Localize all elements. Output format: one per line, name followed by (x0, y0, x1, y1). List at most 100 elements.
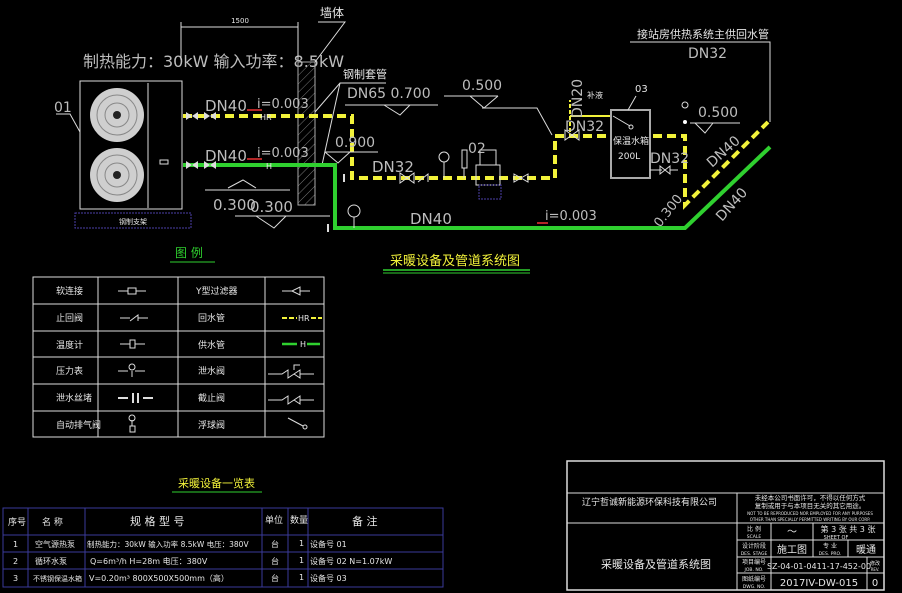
dwg-label-en: DWG. NO. (743, 584, 765, 590)
header-qty: 数量 (290, 514, 308, 526)
drawing-title: 采暖设备及管道系统图 (601, 557, 711, 571)
equipment-title: 采暖设备一览表 (178, 476, 255, 490)
stage-value: 施工图 (777, 543, 807, 556)
elevation-6: 0.300 (651, 192, 686, 231)
cell: 台 (271, 556, 279, 566)
return-pipe-code: HR (260, 113, 272, 122)
circulation-pump (461, 149, 502, 200)
elevation-3: 0.900 (335, 135, 375, 151)
header-no: 序号 (8, 516, 26, 528)
unit-spec: 制热能力：30kW 输入功率：8.5kW (83, 52, 344, 71)
diagram-title: 采暖设备及管道系统图 (390, 253, 520, 269)
check-valve-icon (120, 314, 148, 322)
legend-label: 自动排气阀 (56, 419, 101, 431)
tank-volume: 200L (618, 152, 640, 162)
cell: 制热能力：30kW 输入功率 8.5kW 电压：380V (87, 539, 249, 549)
pressure-gauge-icon (438, 151, 450, 178)
legend-label: 止回阀 (56, 312, 83, 324)
drain-valve-icon (268, 364, 314, 379)
cell: 设备号 01 (310, 539, 347, 549)
float-valve-icon (287, 417, 304, 427)
valve-icon (186, 161, 216, 169)
dn32-label-a: DN32 (372, 158, 414, 176)
insulated-water-tank (610, 109, 651, 179)
dn32-label-c: DN32 (650, 151, 689, 167)
rev-label: 修改 (870, 560, 880, 567)
stop-valve-icon (268, 395, 314, 405)
notice-text: OTHER THAN SPECIALLY PERMITTED WRITING B… (750, 517, 871, 522)
drain-valve-icon (650, 164, 678, 176)
legend-label: 压力表 (56, 365, 83, 377)
cell: 1 (299, 539, 304, 548)
rev-label-en: REV. (871, 567, 880, 572)
sleeve-size: DN65 0.700 (347, 86, 431, 102)
legend-table (32, 276, 325, 438)
connect-size: DN32 (688, 46, 727, 62)
scale-label: 比 例 (747, 525, 761, 533)
sleeve-label: 钢制套管 (343, 67, 387, 81)
notice-text: NOT TO BE REPRODUCED NOR EMPLOYED FOR AN… (747, 511, 873, 516)
supply-pipe (183, 145, 772, 230)
header-name: 名 称 (42, 516, 63, 528)
title-block (566, 460, 885, 591)
cell: V=0.20m³ 800X500X500mm（高） (89, 573, 229, 583)
legend-hr-code: HR (298, 314, 310, 323)
legend-label: 回水管 (198, 312, 225, 324)
supply-pipe-size: DN40 (205, 147, 247, 165)
cell: 1 (299, 573, 304, 582)
legend-label: 软连接 (56, 285, 83, 297)
dn32-label-b: DN32 (565, 119, 604, 135)
notice-text: 未经本公司书面许可，不得以任何方式 (755, 493, 866, 502)
return-pipe-slope: i=0.003 (257, 97, 309, 112)
dimension-1500: 1500 (231, 17, 249, 25)
legend-label: 泄水阀 (198, 365, 225, 377)
auto-air-vent-icon (129, 420, 136, 433)
connect-label: 接站房供热系统主供回水管 (637, 27, 769, 41)
support-label: 钢制支架 (119, 217, 147, 226)
company-name: 辽宁哲诚新能源环保科技有限公司 (582, 496, 717, 508)
prof-label-en: DES. PRO. (819, 551, 842, 557)
y-strainer-icon (282, 286, 310, 296)
legend-label: 温度计 (56, 339, 83, 351)
dn20-label: DN20 (570, 79, 586, 118)
stage-label: 设计阶段 (742, 542, 766, 550)
cell: 2 (13, 557, 18, 566)
drain-plug-icon (118, 393, 153, 403)
elevation-2: 0.300 (250, 198, 293, 216)
cell: 3 (13, 574, 18, 583)
legend-label: 泄水丝堵 (56, 392, 92, 404)
pressure-gauge-icon (347, 204, 361, 228)
cell: 1 (13, 540, 18, 549)
cell: 1 (299, 556, 304, 565)
prof-value: 暖通 (856, 543, 876, 556)
job-label-en: JOB. NO. (744, 567, 764, 573)
drawing-number: 2017IV-DW-015 (780, 578, 858, 589)
unit-tag: 01 (54, 100, 72, 116)
cell: 设备号 03 (310, 573, 347, 583)
wall-label: 墙体 (320, 6, 344, 20)
header-unit: 单位 (265, 514, 283, 526)
cell: 设备号 02 N=1.07kW (310, 556, 392, 566)
job-label: 项目编号 (742, 558, 766, 566)
prof-label: 专 业 (823, 542, 837, 550)
tank-tag: 03 (635, 84, 648, 95)
cell: 台 (271, 539, 279, 549)
dn40-diag-2: DN40 (713, 185, 751, 225)
legend-label: 供水管 (198, 339, 225, 351)
makeup-label: 补液 (587, 90, 603, 100)
legend-h-code: H (300, 340, 306, 349)
elevation-1: 0.300 (213, 196, 256, 214)
cell: 空气源热泵 (35, 539, 75, 549)
elevation-4: 0.500 (462, 78, 502, 94)
main-dn40: DN40 (410, 210, 452, 228)
cell: 不锈钢保温水箱 (33, 574, 82, 583)
dwg-label: 图纸编号 (742, 575, 766, 583)
cell: 台 (271, 573, 279, 583)
main-slope: i=0.003 (545, 209, 597, 224)
equipment-table (2, 507, 444, 588)
legend-title: 图 例 (175, 246, 203, 260)
pressure-gauge-icon (118, 370, 145, 377)
scale-value: ～ (787, 527, 797, 538)
return-pipe-size: DN40 (205, 97, 247, 115)
auto-air-vent-icon (681, 101, 689, 124)
